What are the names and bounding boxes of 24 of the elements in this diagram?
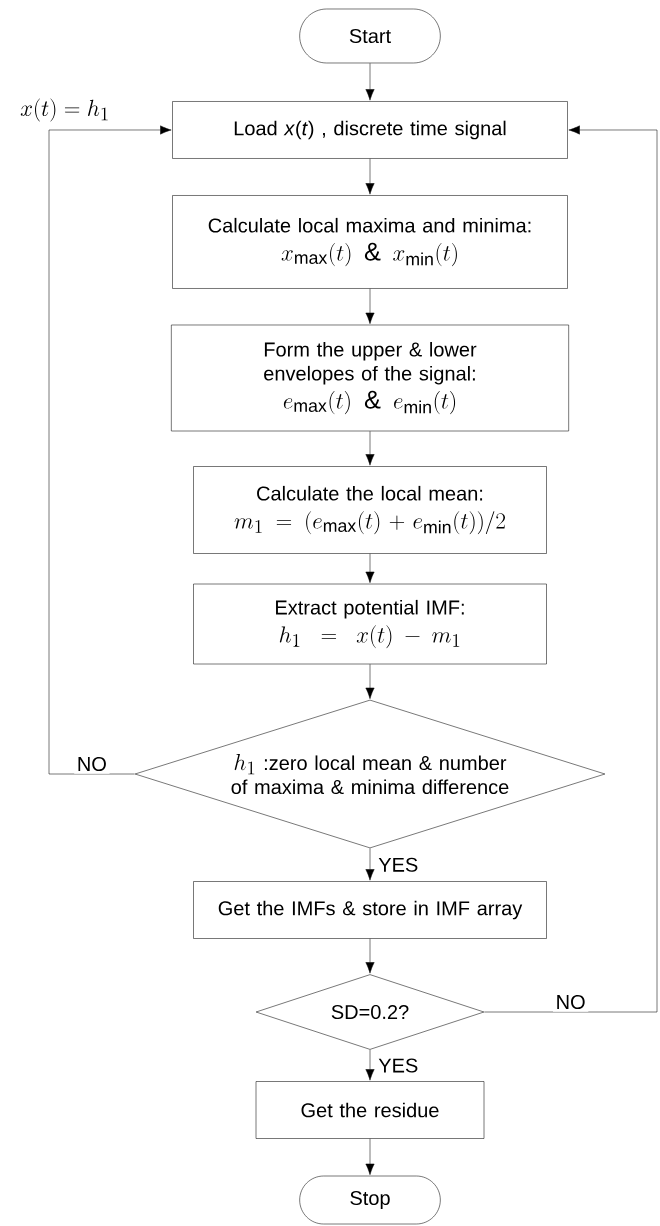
arrow xyxy=(365,288,375,324)
edge-label: NO xyxy=(74,754,110,774)
process-box: Calculate local maxima and minima: $x_{\max}(t) \mathbin{\&} x_{\min}(t)$ xyxy=(172,195,568,289)
process-box: Calculate the local mean: $m_1 = (e_{\max}(t) + e_{\min}(t))/2$ xyxy=(193,466,547,554)
process-box: Get the residue xyxy=(255,1081,485,1139)
arrow xyxy=(365,1049,375,1081)
process-box: Extract potential IMF: $h_1 = x(t) - m_1$ xyxy=(193,583,547,665)
formula-label: $x(t) = h_1$ xyxy=(20,98,108,122)
process-box: Load x(t) , discrete time signal xyxy=(172,101,568,159)
process-box: Form the upper & lower envelopes of the signal: $e_{\max}(t) \mathbin{\&} e_{\min}(t)$ xyxy=(171,324,569,432)
arrow xyxy=(48,125,172,775)
arrow xyxy=(365,938,375,974)
process-box: Get the IMFs & store in IMF array xyxy=(193,881,547,939)
arrow xyxy=(365,1138,375,1175)
edge-label: YES xyxy=(375,855,421,875)
arrow xyxy=(365,664,375,699)
arrow xyxy=(484,125,658,1013)
edge-label: YES xyxy=(375,1055,421,1076)
arrow xyxy=(365,63,375,101)
arrow xyxy=(365,158,375,195)
arrow xyxy=(365,553,375,583)
edge-label: NO xyxy=(552,992,589,1012)
arrow xyxy=(365,848,375,881)
arrow xyxy=(365,431,375,466)
